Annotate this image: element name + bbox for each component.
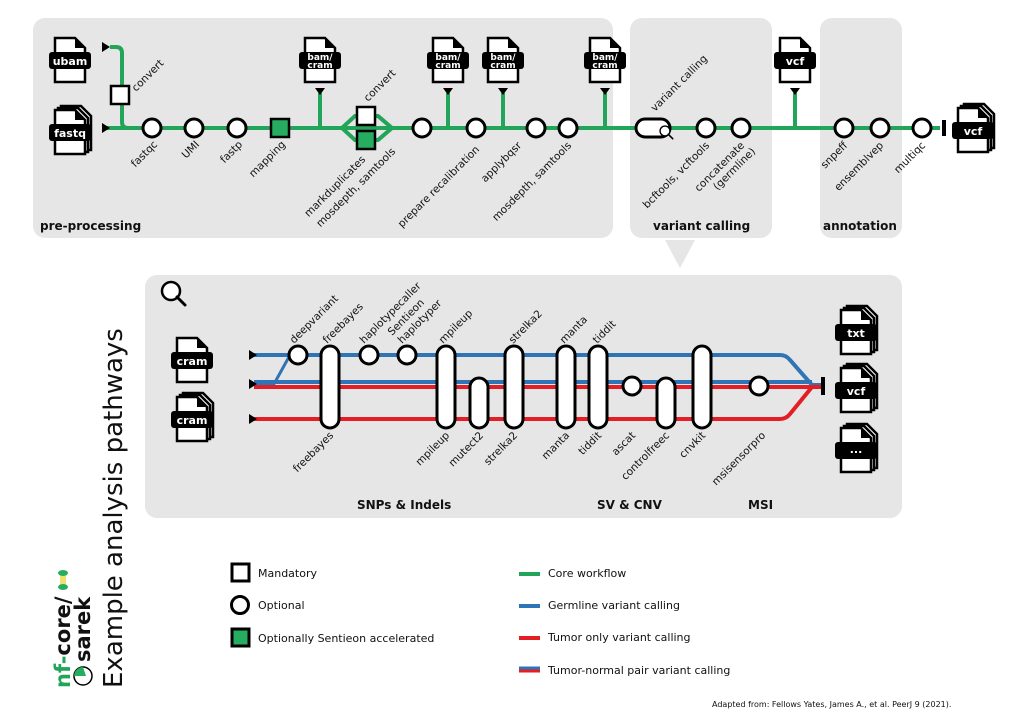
svg-text:vcf: vcf <box>847 385 866 398</box>
legend-sentieon: Optionally Sentieon accelerated <box>258 632 434 645</box>
svg-text:txt: txt <box>847 327 865 340</box>
legend-core: Core workflow <box>548 567 626 580</box>
legend-germline: Germline variant calling <box>548 599 680 612</box>
fastq-input-arrow <box>102 123 110 133</box>
controlfreec-node[interactable] <box>655 376 677 430</box>
manta-node[interactable] <box>555 344 577 430</box>
svg-text:cram: cram <box>435 61 460 71</box>
vcf-output-file-icon: vcf <box>833 362 879 414</box>
svg-text:cram: cram <box>177 355 208 368</box>
mapping-node[interactable] <box>269 117 291 139</box>
cram-file-icon: cram <box>169 336 215 384</box>
prepare-recalibration-node[interactable] <box>411 117 433 139</box>
ubam-input-arrow <box>102 42 110 52</box>
convert-node[interactable] <box>355 105 377 127</box>
concatenate-node[interactable] <box>730 117 752 139</box>
svg-text:vcf: vcf <box>786 55 805 68</box>
mutect2-node[interactable] <box>468 376 490 430</box>
haplotypecaller-node[interactable] <box>358 344 380 366</box>
svg-text:bam/: bam/ <box>307 53 333 63</box>
bcftools-node[interactable] <box>695 117 717 139</box>
umi-node[interactable] <box>183 117 205 139</box>
bam-cram-file-icon: bam/ cram <box>425 36 471 84</box>
applybqsr-node[interactable] <box>525 117 547 139</box>
convert-node[interactable] <box>109 84 131 106</box>
svg-text:bam/: bam/ <box>435 53 461 63</box>
mosdepth-node[interactable] <box>465 117 487 139</box>
fastqc-node[interactable] <box>141 117 163 139</box>
section-annotation: annotation <box>823 219 897 233</box>
txt-output-file-icon: txt <box>833 304 879 356</box>
output-bar <box>821 377 825 395</box>
svg-text:bam/: bam/ <box>490 53 516 63</box>
svg-text:ubam: ubam <box>53 55 88 68</box>
svg-text:...: ... <box>850 443 863 456</box>
legend-sentieon-icon <box>230 627 251 648</box>
svg-text:cram: cram <box>592 61 617 71</box>
ensemblvep-node[interactable] <box>869 117 891 139</box>
legend-tumor-normal: Tumor-normal pair variant calling <box>547 664 730 677</box>
msisensorpro-node[interactable] <box>748 375 770 397</box>
bam-cram-file-icon: bam/ cram <box>480 36 526 84</box>
svg-text:nf-core/: nf-core/ <box>51 596 75 688</box>
svg-text:sarek: sarek <box>71 596 95 662</box>
bam-cram-file-icon: bam/ cram <box>582 36 628 84</box>
fastp-node[interactable] <box>226 117 248 139</box>
fastq-file-icon: fastq <box>47 104 93 156</box>
tumor-normal-line <box>254 380 812 389</box>
vcf-file-icon: vcf <box>772 36 818 84</box>
mpileup-node[interactable] <box>435 344 457 430</box>
section-variant-calling: variant calling <box>653 219 750 233</box>
svg-text:vcf: vcf <box>964 125 983 138</box>
other-output-file-icon: ... <box>833 422 879 474</box>
legend-optional-icon <box>230 595 250 615</box>
legend-optional: Optional <box>258 599 305 612</box>
nf-core-sarek-logo: nf-core/ sarek <box>51 570 95 688</box>
tumor-only-line <box>254 385 822 421</box>
deepvariant-node[interactable] <box>287 344 309 366</box>
page-title: Example analysis pathways <box>99 328 129 688</box>
multiqc-node[interactable] <box>911 117 933 139</box>
legend-mandatory: Mandatory <box>258 567 317 580</box>
strelka2-node[interactable] <box>503 344 525 430</box>
section-sv: SV & CNV <box>597 498 663 512</box>
svg-text:fastq: fastq <box>54 127 86 140</box>
section-msi: MSI <box>748 498 773 512</box>
sentieon-haplotyper-node[interactable] <box>396 344 418 366</box>
snpeff-node[interactable] <box>833 117 855 139</box>
freebayes-node[interactable] <box>319 344 341 430</box>
cnvkit-node[interactable] <box>691 344 713 430</box>
svg-text:cram: cram <box>177 414 208 427</box>
section-preprocessing: pre-processing <box>40 219 141 233</box>
ascat-node[interactable] <box>621 375 643 397</box>
legend-tumor-only: Tumor only variant calling <box>547 631 691 644</box>
tiddit-node[interactable] <box>587 344 609 430</box>
expand-arrow <box>665 240 695 268</box>
markduplicates-node[interactable] <box>355 129 377 151</box>
mosdepth-node[interactable] <box>557 117 579 139</box>
vcf-output-file-icon: vcf <box>950 102 996 154</box>
svg-text:bam/: bam/ <box>592 53 618 63</box>
bam-cram-file-icon: bam/ cram <box>297 36 343 84</box>
section-snps: SNPs & Indels <box>357 498 451 512</box>
legend-mandatory-icon <box>230 562 251 583</box>
svg-text:cram: cram <box>490 61 515 71</box>
output-bar <box>942 120 946 136</box>
ubam-file-icon: ubam <box>47 36 93 84</box>
svg-text:cram: cram <box>307 61 332 71</box>
citation: Adapted from: Fellows Yates, James A., e… <box>712 700 951 709</box>
cram-pair-file-icon: cram <box>169 391 215 443</box>
